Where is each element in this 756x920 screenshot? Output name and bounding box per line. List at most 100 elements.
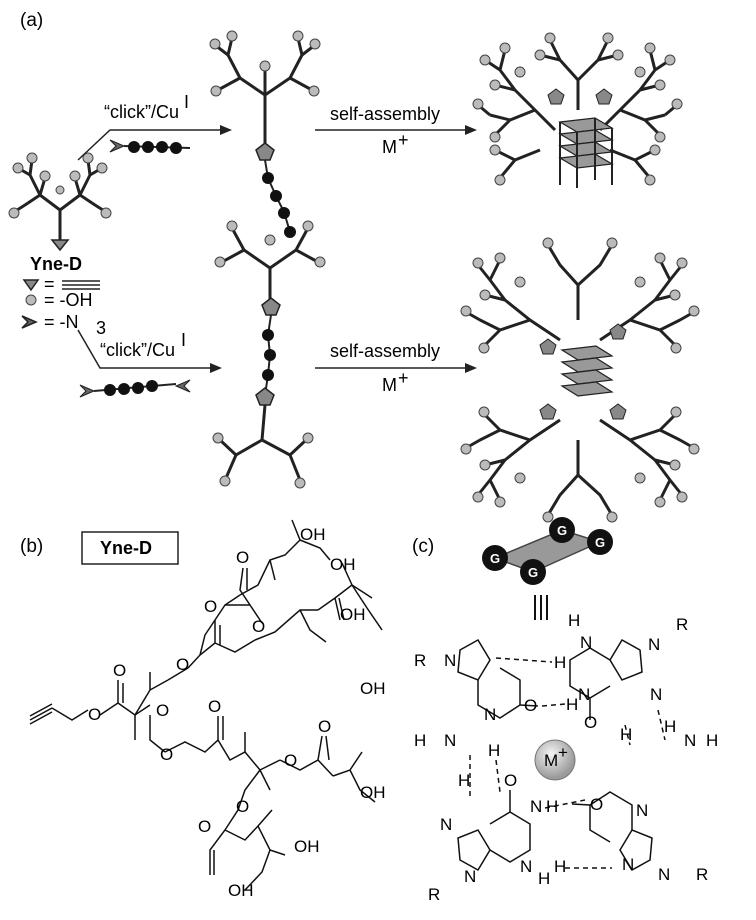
n-label-13: N [520, 857, 532, 876]
n-label-9: N [440, 815, 452, 834]
o-label-13: O [198, 817, 211, 836]
g-letter-1: G [490, 551, 500, 566]
h-label-10: H [546, 797, 558, 816]
panel-c-label: (c) [412, 536, 434, 557]
click-top-sup: I [184, 92, 189, 112]
guanine-rings [457, 638, 653, 872]
metal-ion-sphere [534, 739, 576, 781]
o-label-9: O [208, 697, 221, 716]
h-label-1: H [554, 653, 566, 672]
hydrogen-bonds [469, 657, 666, 869]
r-label-3: R [428, 885, 440, 904]
metal-ion-sup: + [558, 743, 568, 762]
n-label-3: N [648, 635, 660, 654]
g-letter-4: G [528, 565, 538, 580]
oh-label-5: OH [360, 783, 386, 802]
g-quartet-plane [492, 529, 603, 573]
r-label-4: R [696, 865, 708, 884]
o-label-2: O [113, 661, 126, 680]
n-label-2: N [580, 633, 592, 652]
n-label-7: N [484, 705, 496, 724]
yne-d-box-title: Yne-D [100, 538, 152, 558]
h-label-12: H [554, 857, 566, 876]
equivalence-symbol [534, 595, 548, 620]
h-label-2: H [568, 611, 580, 630]
h-label-6: H [488, 741, 500, 760]
h-label-9: H [706, 731, 718, 750]
h-label-11: H [538, 869, 550, 888]
o-label-8: O [160, 745, 173, 764]
o-label-7: O [176, 655, 189, 674]
arrow-bottom-path [77, 329, 210, 369]
click-top-text: “click”/Cu [104, 102, 179, 122]
o-label-1: O [88, 705, 101, 724]
g-quartet-spheres [482, 517, 613, 585]
oh-label-2: OH [330, 555, 356, 574]
arrow-top-head [220, 125, 232, 135]
r-label-1: R [414, 651, 426, 670]
yne-d-oh-spheres [8, 152, 112, 219]
azide-oligo-bottom [79, 379, 191, 398]
o-label-c3: O [504, 771, 517, 790]
legend-azide-icon [21, 315, 38, 329]
n-label-12: N [464, 867, 476, 886]
arrow-bottom-head [210, 363, 222, 373]
yne-d-dendron [13, 159, 107, 240]
panel-b-label: (b) [20, 536, 43, 557]
metal-top-text: M [382, 137, 397, 157]
metal-bottom-text: M [382, 375, 397, 395]
o-label-10: O [284, 751, 297, 770]
o-label-6: O [252, 617, 265, 636]
product-top [209, 30, 321, 238]
click-bottom-text: “click”/Cu [100, 340, 175, 360]
oh-label-6: OH [294, 837, 320, 856]
legend-azide-text: = -N [44, 312, 79, 332]
product-bottom [212, 220, 326, 489]
legend-oh-sphere [25, 294, 37, 306]
n-label-14: N [622, 855, 634, 874]
yne-d-skeletal-structure [29, 519, 383, 891]
n-label-6: N [444, 731, 456, 750]
h-label-7: H [620, 725, 632, 744]
assembly-bottom-head [465, 363, 477, 373]
oh-label-1: OH [300, 525, 326, 544]
oh-label-4: OH [360, 679, 386, 698]
panel-a-label: (a) [20, 10, 43, 31]
oh-label-7: OH [228, 881, 254, 900]
g-letter-2: G [557, 523, 567, 538]
alkyne-marker [50, 239, 70, 252]
assembly-top-head [465, 125, 477, 135]
assembly-bottom-text: self-assembly [330, 341, 440, 361]
click-bottom-sup: I [181, 330, 186, 350]
metal-top-sup: + [398, 130, 409, 150]
o-label-11: O [318, 717, 331, 736]
o-label-c1: O [524, 696, 537, 715]
n-label-10: N [530, 797, 542, 816]
r-label-2: R [676, 615, 688, 634]
o-label-12: O [236, 797, 249, 816]
metal-bottom-sup: + [398, 368, 409, 388]
assembly-bottom-structure [460, 237, 700, 523]
n-label-5: N [650, 685, 662, 704]
arrow-top-path [77, 129, 220, 161]
azide-oligo-top [109, 139, 191, 154]
legend-azide-sub: 3 [96, 318, 106, 338]
n-label-1: N [444, 651, 456, 670]
legend-alkyne-eq: = [44, 274, 55, 294]
yne-d-label: Yne-D [30, 254, 82, 274]
n-label-4: N [578, 685, 590, 704]
oh-label-3: OH [340, 605, 366, 624]
o-label-c4: O [590, 795, 603, 814]
metal-ion-label: M [544, 751, 558, 770]
o-label-3: O [156, 701, 169, 720]
yne-d-title-box [81, 531, 179, 565]
o-label-c2: O [584, 713, 597, 732]
legend-oh-text: = -OH [44, 290, 93, 310]
assembly-top-structure [472, 32, 683, 188]
g-letter-3: G [595, 535, 605, 550]
n-label-11: N [636, 801, 648, 820]
h-label-3: H [566, 695, 578, 714]
o-label-5: O [236, 548, 249, 567]
assembly-top-text: self-assembly [330, 104, 440, 124]
